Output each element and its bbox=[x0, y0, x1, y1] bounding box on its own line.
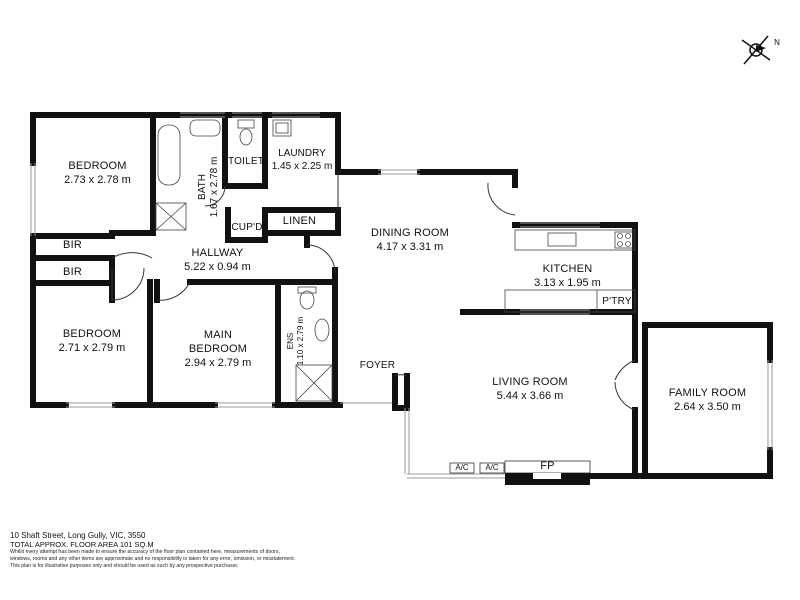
kitchen-island bbox=[504, 289, 636, 313]
laundry-tub-icon bbox=[272, 119, 292, 137]
room-pantry: P'TRY bbox=[602, 296, 632, 307]
disclaimer-line-3: This plan is for illustrative purposes o… bbox=[10, 562, 239, 569]
disclaimer-line-2: windows, rooms and any other items are a… bbox=[10, 555, 296, 562]
room-toilet: TOILET bbox=[228, 156, 265, 167]
room-kitchen: KITCHEN 3.13 x 1.95 m bbox=[520, 263, 615, 291]
room-ens: ENS 1.10 x 2.79 m bbox=[286, 306, 308, 376]
room-name: LIVING ROOM bbox=[492, 376, 568, 388]
shower-icon bbox=[155, 202, 187, 231]
room-dims: 1.45 x 2.25 m bbox=[271, 160, 333, 172]
compass-icon bbox=[741, 35, 771, 65]
room-name: BEDROOM bbox=[62, 328, 122, 340]
room-bedroom-1: BEDROOM 2.73 x 2.78 m bbox=[50, 160, 145, 188]
room-dims: 1.10 x 2.79 m bbox=[295, 316, 305, 366]
room-name-line-2: BEDROOM bbox=[188, 342, 248, 355]
total-floor-area: TOTAL APPROX. FLOOR AREA 101 SQ.M bbox=[10, 540, 154, 549]
ensuite-basin-icon bbox=[314, 318, 330, 342]
room-bath: BATH 1.67 x 2.78 m bbox=[197, 152, 223, 222]
room-name: DINING ROOM bbox=[371, 227, 449, 239]
ac-unit-1 bbox=[449, 462, 475, 474]
room-dims: 2.64 x 3.50 m bbox=[674, 400, 741, 413]
room-name-line-1: MAIN bbox=[203, 329, 233, 341]
room-hallway: HALLWAY 5.22 x 0.94 m bbox=[165, 247, 270, 275]
disclaimer-line-1: Whilst every attempt has been made to en… bbox=[10, 549, 280, 555]
kitchen-bench bbox=[514, 229, 636, 251]
bathtub-icon bbox=[157, 124, 181, 186]
room-linen: LINEN bbox=[282, 215, 317, 227]
room-name: KITCHEN bbox=[542, 263, 593, 275]
room-name: BEDROOM bbox=[68, 160, 127, 172]
room-main-bedroom: MAIN BEDROOM 2.94 x 2.79 m bbox=[168, 329, 268, 370]
room-dims: 4.17 x 3.31 m bbox=[376, 240, 444, 253]
cooktop-icon bbox=[614, 231, 634, 249]
room-dims: 1.67 x 2.78 m bbox=[209, 156, 220, 218]
fireplace-label: FP bbox=[540, 460, 555, 472]
windows bbox=[30, 112, 773, 479]
ac-unit-2 bbox=[479, 462, 505, 474]
ensuite-shower-icon bbox=[295, 364, 333, 402]
room-dims: 3.13 x 1.95 m bbox=[534, 276, 601, 289]
room-dims: 2.73 x 2.78 m bbox=[64, 173, 131, 186]
room-dims: 5.44 x 3.66 m bbox=[496, 389, 564, 402]
property-address: 10 Shaft Street, Long Gully, VIC, 3550 bbox=[10, 531, 146, 540]
room-cupd: CUP'D bbox=[231, 222, 263, 233]
room-family: FAMILY ROOM 2.64 x 3.50 m bbox=[655, 387, 760, 415]
room-foyer: FOYER bbox=[359, 360, 396, 371]
fireplace bbox=[504, 460, 591, 485]
room-name: FAMILY ROOM bbox=[668, 387, 747, 399]
room-bedroom-2: BEDROOM 2.71 x 2.79 m bbox=[42, 328, 142, 356]
sink-icon bbox=[547, 232, 577, 247]
ac-label-2: A/C bbox=[485, 463, 499, 472]
room-living: LIVING ROOM 5.44 x 3.66 m bbox=[475, 376, 585, 404]
toilet-icon bbox=[237, 119, 255, 129]
ensuite-toilet-icon bbox=[299, 290, 315, 310]
basin-icon bbox=[189, 119, 221, 137]
room-laundry: LAUNDRY 1.45 x 2.25 m bbox=[268, 148, 336, 173]
ac-label-1: A/C bbox=[455, 463, 469, 472]
room-name: LAUNDRY bbox=[278, 148, 326, 159]
room-name: HALLWAY bbox=[191, 247, 244, 259]
room-dims: 2.94 x 2.79 m bbox=[184, 356, 252, 369]
room-bir-2: BIR bbox=[63, 266, 82, 278]
doors bbox=[111, 172, 636, 411]
fixtures bbox=[155, 119, 636, 402]
room-dining: DINING ROOM 4.17 x 3.31 m bbox=[355, 227, 465, 255]
room-bir-1: BIR bbox=[63, 239, 82, 251]
room-name: BATH bbox=[197, 174, 208, 200]
room-dims: 5.22 x 0.94 m bbox=[184, 260, 251, 273]
room-dims: 2.71 x 2.79 m bbox=[58, 341, 126, 354]
room-name: ENS bbox=[286, 332, 295, 350]
compass-north-label: N bbox=[774, 38, 780, 47]
footer: 10 Shaft Street, Long Gully, VIC, 3550 T… bbox=[10, 531, 295, 569]
